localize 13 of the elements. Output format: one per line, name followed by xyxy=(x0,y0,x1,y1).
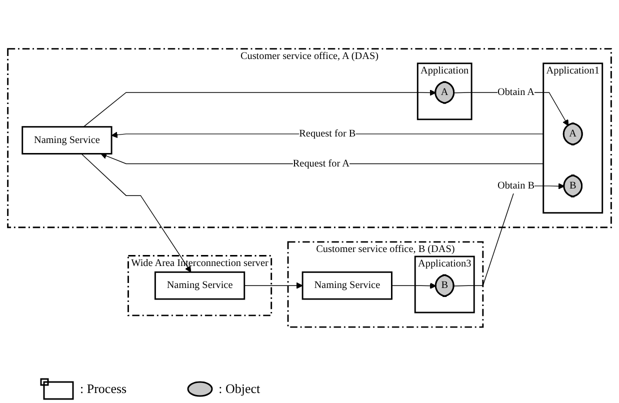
edge-label: Obtain A xyxy=(497,86,535,98)
node-box: Naming Service xyxy=(302,270,392,300)
arrow xyxy=(244,282,303,288)
arrow xyxy=(81,152,192,272)
legend-label: : Object xyxy=(218,381,260,397)
arrow xyxy=(83,89,436,127)
node-box: Naming Service xyxy=(22,126,112,154)
edge-label: Obtain B xyxy=(497,180,535,191)
node-box: Naming Service xyxy=(154,270,246,300)
legend-label: : Process xyxy=(80,381,127,397)
arrow xyxy=(391,282,436,289)
edge-label: Request for B xyxy=(299,128,356,139)
edge-label: Request for A xyxy=(292,158,350,169)
